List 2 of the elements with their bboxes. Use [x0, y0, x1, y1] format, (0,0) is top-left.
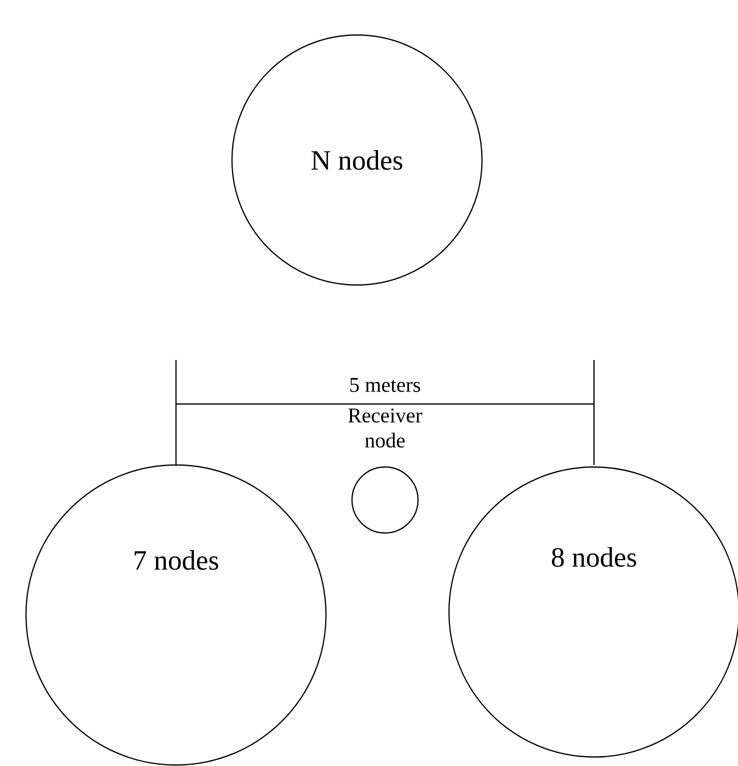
dimension-label: 5 meters — [350, 378, 420, 392]
node-label: Receiver node — [348, 408, 422, 448]
